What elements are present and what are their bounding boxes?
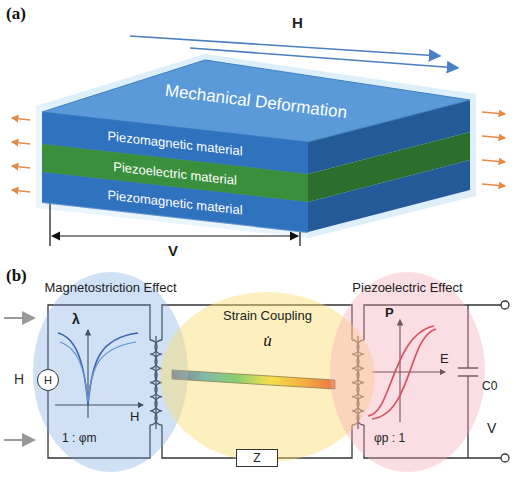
label-holder: H: [292, 14, 303, 31]
deformation-arrow: [12, 142, 30, 144]
label-holder: 1 : φm: [62, 432, 96, 446]
deformation-arrow: [12, 118, 30, 120]
annotation-label: H: [292, 14, 303, 31]
label-holder: H: [14, 371, 24, 387]
deformation-arrow: [482, 112, 505, 114]
translucent-shell: [36, 54, 476, 238]
label-holder: φp : 1: [374, 432, 405, 446]
deformation-arrow: [12, 166, 30, 168]
velocity-symbol: u̇: [263, 331, 272, 351]
label-holder: E: [440, 352, 449, 367]
annotation-label: E: [440, 352, 449, 367]
region-ellipse: [330, 272, 485, 472]
label-holder: (a): [6, 4, 26, 24]
layer-label: Piezomagnetic material: [107, 187, 242, 217]
input-arrows: [4, 318, 34, 440]
deformation-arrow: [482, 160, 505, 162]
annotation-label: V: [168, 242, 178, 259]
effect-region: Piezoelectric Effect: [330, 272, 485, 472]
annotation-label: 1 : φm: [62, 432, 96, 446]
deformation-arrow: [482, 136, 505, 138]
label-holder: P: [385, 306, 394, 321]
region-heading: Piezoelectric Effect: [352, 280, 462, 295]
deformation-arrow: [12, 190, 30, 192]
region-text: Magnetostriction Effect: [33, 280, 188, 295]
label-holder: (b): [6, 266, 27, 286]
label-holder: H: [130, 410, 139, 425]
annotation-label: P: [385, 306, 394, 321]
label-holder: λ: [72, 311, 80, 327]
terminals: [501, 301, 509, 462]
annotation-label: V: [487, 420, 496, 436]
annotation-label: H: [130, 410, 139, 425]
annotation-label: λ: [72, 311, 80, 327]
field-source: H: [37, 369, 59, 391]
annotation-label: (b): [6, 266, 27, 286]
annotation-label: C0: [482, 380, 497, 394]
ellipse: [330, 272, 485, 472]
impedance-box: Z: [236, 449, 278, 467]
region-heading: Strain Coupling: [223, 308, 312, 323]
annotation-label: H: [14, 371, 24, 387]
annotation-label: φp : 1: [374, 432, 405, 446]
label-holder: V: [168, 242, 178, 259]
label-holder: V: [487, 420, 496, 436]
impedance-label: Z: [253, 451, 260, 465]
deformation-arrow: [482, 184, 505, 186]
annotation-label: (a): [6, 4, 26, 24]
region-heading: Magnetostriction Effect: [45, 280, 177, 295]
label-holder: C0: [482, 380, 497, 394]
region-text: Piezoelectric Effect: [330, 280, 485, 295]
source-label: H: [44, 374, 52, 386]
